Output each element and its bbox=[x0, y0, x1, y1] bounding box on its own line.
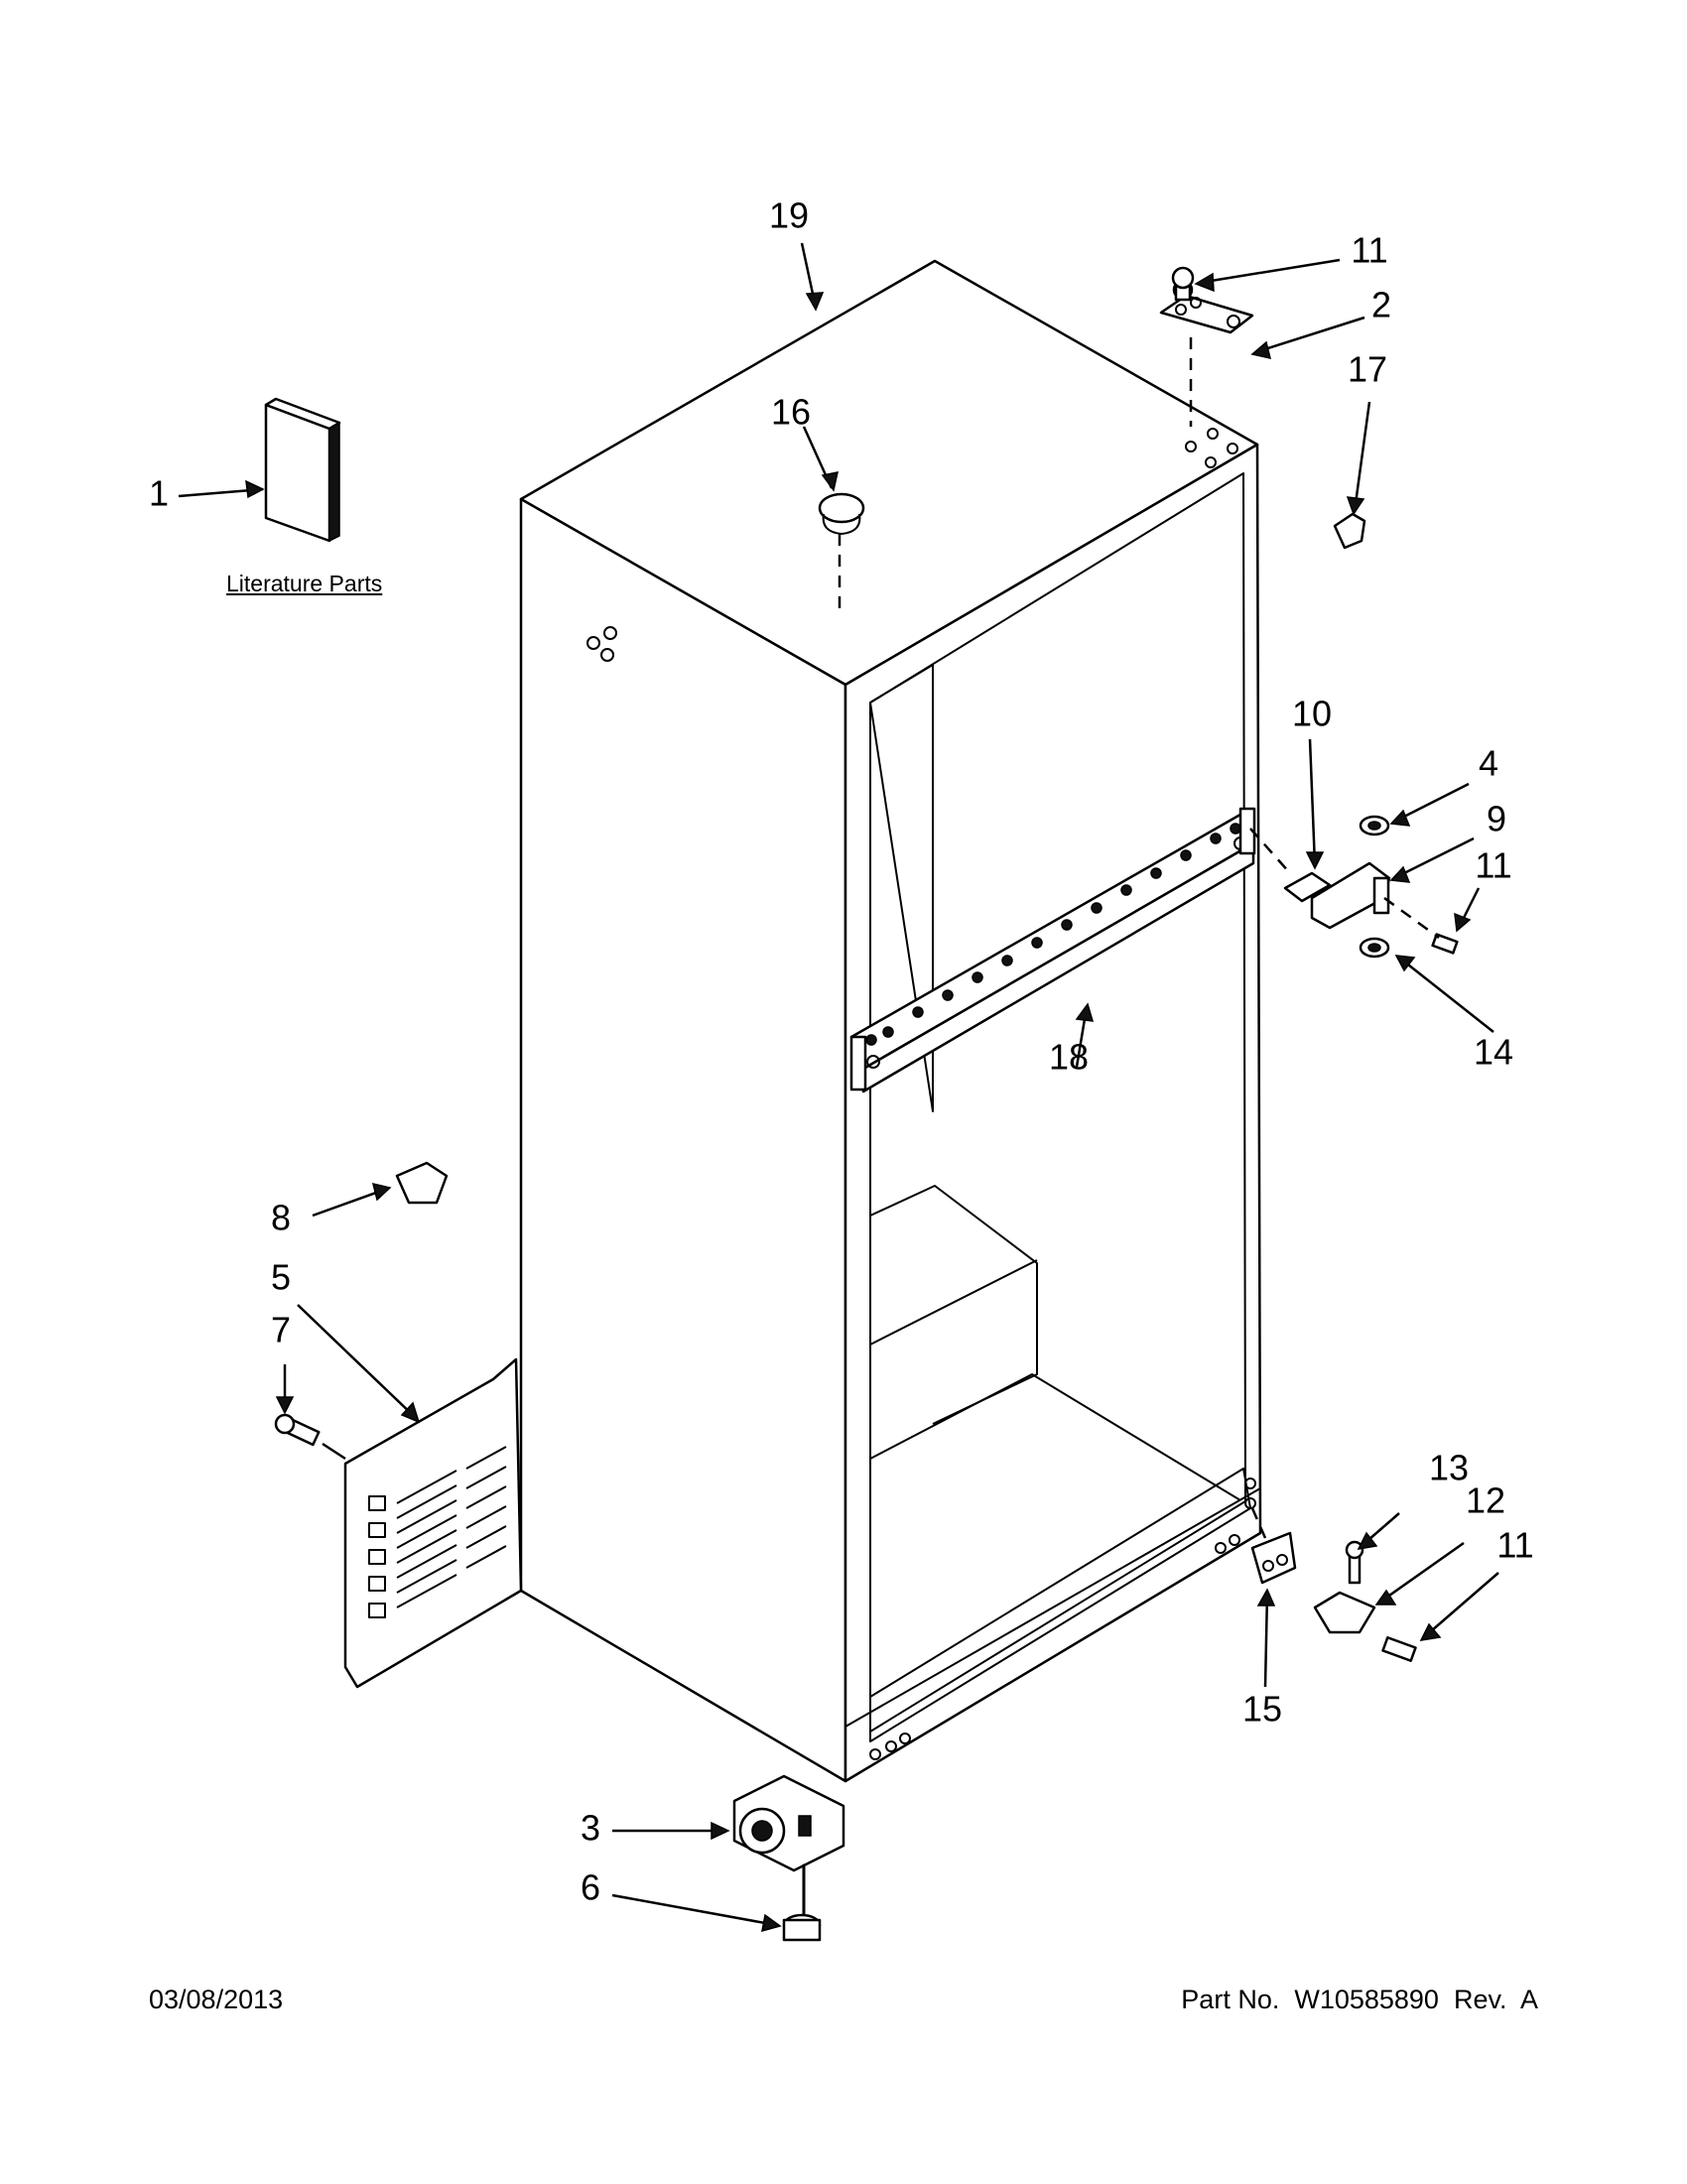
callout-4: 4 bbox=[1479, 743, 1498, 784]
hinge-screw bbox=[1171, 266, 1195, 302]
cabinet-left-side bbox=[519, 497, 847, 1783]
callout-8: 8 bbox=[271, 1198, 291, 1238]
callout-15: 15 bbox=[1242, 1689, 1282, 1730]
callout-10: 10 bbox=[1292, 694, 1332, 734]
leveling-leg bbox=[782, 1863, 822, 1942]
hinge-cover bbox=[1333, 512, 1366, 550]
leader-arrows bbox=[178, 242, 1499, 1933]
bottom-hinge-set bbox=[1250, 1531, 1417, 1662]
callout-11-bottom: 11 bbox=[1496, 1525, 1533, 1566]
callout-5: 5 bbox=[271, 1257, 291, 1298]
callout-7: 7 bbox=[271, 1310, 291, 1350]
callout-1: 1 bbox=[149, 473, 169, 514]
callout-2: 2 bbox=[1371, 285, 1391, 325]
plug-button bbox=[818, 492, 865, 535]
callout-14: 14 bbox=[1474, 1032, 1513, 1073]
callout-9: 9 bbox=[1487, 799, 1506, 839]
roller-assembly bbox=[732, 1774, 845, 1872]
middle-hinge-set bbox=[1283, 815, 1459, 959]
wiring-clip bbox=[395, 1161, 449, 1205]
callout-11-middle: 11 bbox=[1475, 845, 1511, 886]
rear-grille bbox=[343, 1357, 523, 1689]
literature-booklet bbox=[264, 397, 341, 543]
callout-19: 19 bbox=[769, 195, 809, 236]
callout-18: 18 bbox=[1049, 1037, 1089, 1078]
bottom-hinge bbox=[1313, 1591, 1376, 1634]
callout-12: 12 bbox=[1466, 1480, 1505, 1521]
footer-part-number: Part No. W10585890 Rev. A bbox=[1181, 1985, 1538, 2014]
grille-screw bbox=[274, 1413, 321, 1447]
callout-3: 3 bbox=[581, 1808, 600, 1849]
literature-parts-label: Literature Parts bbox=[226, 571, 383, 596]
callout-labels: 1 19 16 11 2 17 10 4 9 11 14 18 8 5 7 13… bbox=[149, 195, 1534, 1908]
callout-17: 17 bbox=[1348, 349, 1387, 390]
callout-11-top: 11 bbox=[1351, 230, 1387, 271]
callout-13: 13 bbox=[1429, 1448, 1469, 1488]
callout-16: 16 bbox=[771, 392, 811, 433]
center-rail bbox=[849, 807, 1256, 1093]
cabinet bbox=[519, 259, 1262, 1783]
footer-date: 03/08/2013 bbox=[149, 1985, 284, 2014]
callout-6: 6 bbox=[581, 1867, 600, 1908]
